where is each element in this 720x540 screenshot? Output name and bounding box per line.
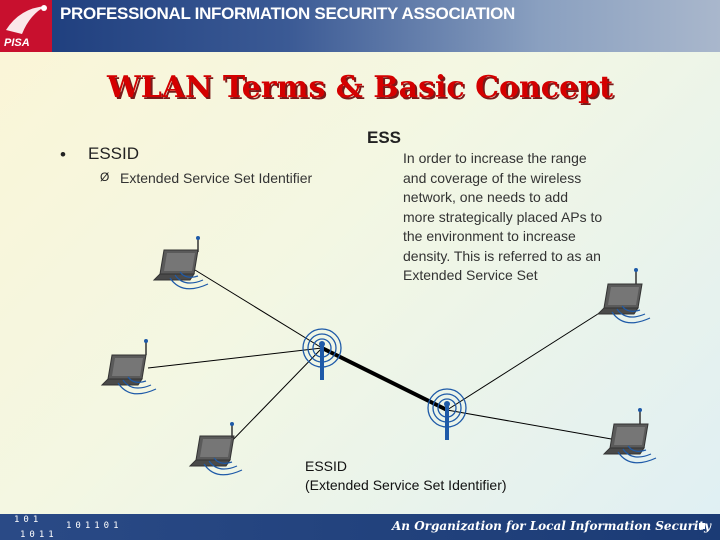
essid-caption: ESSID (Extended Service Set Identifier) xyxy=(305,457,507,495)
laptop-bottom-right-icon xyxy=(603,407,657,464)
logo-text: PISA xyxy=(4,37,30,49)
laptop-mid-left-icon xyxy=(101,338,157,395)
binary-decoration-1: 101 xyxy=(14,515,43,525)
organization-name: PROFESSIONAL INFORMATION SECURITY ASSOCI… xyxy=(60,4,515,23)
link-laptop-bottom-left xyxy=(224,347,323,449)
logo-swoosh-icon xyxy=(6,5,47,34)
sub-bullet-arrow: Ø xyxy=(100,170,110,184)
link-ap-to-ap xyxy=(321,346,448,412)
footer-square-icon xyxy=(699,523,705,529)
ess-description: In order to increase the range and cover… xyxy=(403,150,603,283)
footer-bar xyxy=(0,514,720,540)
caption-line-2: (Extended Service Set Identifier) xyxy=(305,477,507,493)
caption-line-1: ESSID xyxy=(305,458,348,474)
link-laptop-bottom-right xyxy=(446,409,618,441)
laptop-top-right-icon xyxy=(597,267,651,324)
ess-label: ESS xyxy=(367,128,402,147)
access-point-right-icon xyxy=(427,388,467,440)
link-laptop-top-left xyxy=(194,269,323,349)
header-bar: PISA PROFESSIONAL INFORMATION SECURITY A… xyxy=(0,0,720,52)
link-laptop-mid-left xyxy=(147,347,323,369)
bullet-marker: • xyxy=(60,145,66,164)
laptop-top-left-icon xyxy=(153,235,209,290)
laptop-bottom-left-icon xyxy=(189,421,243,476)
link-laptop-top-right xyxy=(446,304,613,411)
footer-tagline: An Organization for Local Information Se… xyxy=(392,519,711,533)
sub-bullet-text: Extended Service Set Identifier xyxy=(120,170,313,186)
access-point-left-icon xyxy=(302,328,342,380)
pisa-logo: PISA xyxy=(0,0,52,52)
binary-decoration-3: 101101 xyxy=(66,521,123,531)
slide-title: WLAN Terms & Basic Concept xyxy=(107,70,613,105)
binary-decoration-2: 1011 xyxy=(20,530,58,540)
bullet-text: ESSID xyxy=(88,144,140,163)
